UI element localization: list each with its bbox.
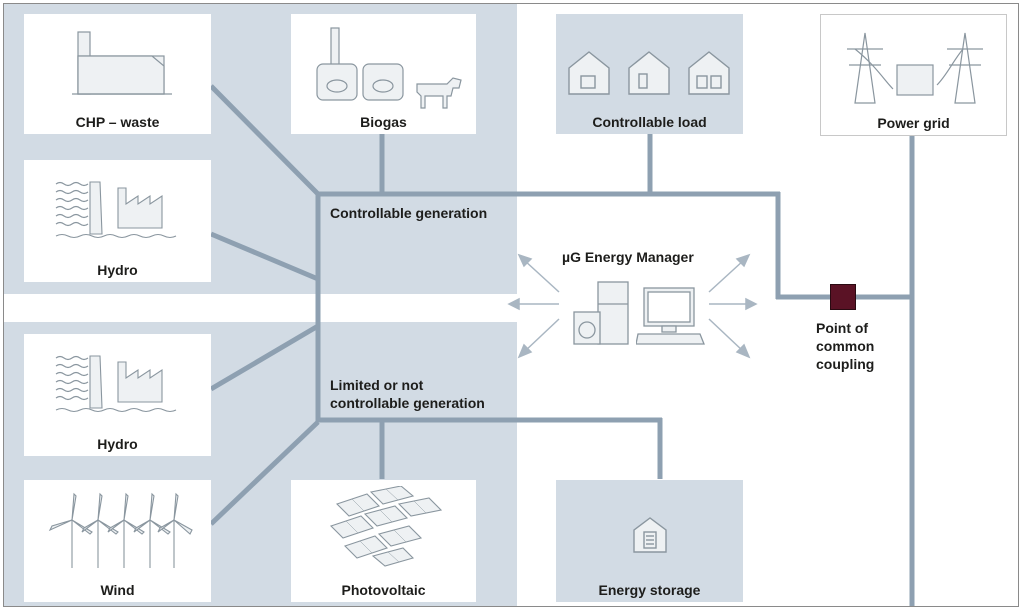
energy-manager-label: µG Energy Manager (562, 249, 694, 265)
connection-lines (209, 84, 915, 606)
photovoltaic-box: Photovoltaic (291, 480, 476, 602)
pcc-line3: coupling (816, 356, 875, 372)
pcc-marker (830, 284, 856, 310)
dam-icon (55, 181, 177, 239)
limited-generation-label: Limited or not controllable generation (330, 376, 485, 412)
wind-label: Wind (100, 582, 135, 598)
limited-generation-line2: controllable generation (330, 395, 485, 411)
computer-icon (636, 287, 705, 345)
controllable-load-box: Controllable load (556, 14, 743, 134)
wind-turbine-icon (48, 492, 193, 568)
biogas-digester-icon (316, 27, 404, 101)
pcc-line2: common (816, 338, 875, 354)
energy-storage-label: Energy storage (598, 582, 701, 598)
pcc-line1: Point of (816, 320, 869, 336)
photovoltaic-label: Photovoltaic (341, 582, 426, 598)
diagram-frame: CHP – waste Biogas (3, 3, 1019, 607)
cow-icon (416, 77, 462, 109)
chp-waste-label: CHP – waste (75, 114, 160, 130)
controllable-generation-label: Controllable generation (330, 205, 488, 221)
dam-icon (55, 355, 177, 413)
factory-chimney-icon (72, 31, 172, 95)
hydro-bottom-box: Hydro (24, 334, 211, 456)
controllable-load-label: Controllable load (592, 114, 707, 130)
hydro-top-box: Hydro (24, 160, 211, 282)
chp-waste-box: CHP – waste (24, 14, 211, 134)
hydro-top-label: Hydro (97, 262, 138, 278)
limited-generation-line1: Limited or not (330, 377, 424, 393)
wind-box: Wind (24, 480, 211, 602)
power-grid-label: Power grid (877, 115, 950, 131)
appliance-icon (573, 281, 629, 345)
power-grid-box: Power grid (820, 14, 1007, 136)
energy-storage-box: Energy storage (556, 480, 743, 602)
house-icon (568, 51, 730, 95)
hydro-bottom-label: Hydro (97, 436, 138, 452)
biogas-label: Biogas (360, 114, 407, 130)
biogas-box: Biogas (291, 14, 476, 134)
solar-panel-icon (329, 486, 443, 567)
pcc-label: Point of common coupling (816, 319, 874, 373)
battery-house-icon (633, 517, 667, 553)
power-pylon-icon (847, 32, 983, 104)
